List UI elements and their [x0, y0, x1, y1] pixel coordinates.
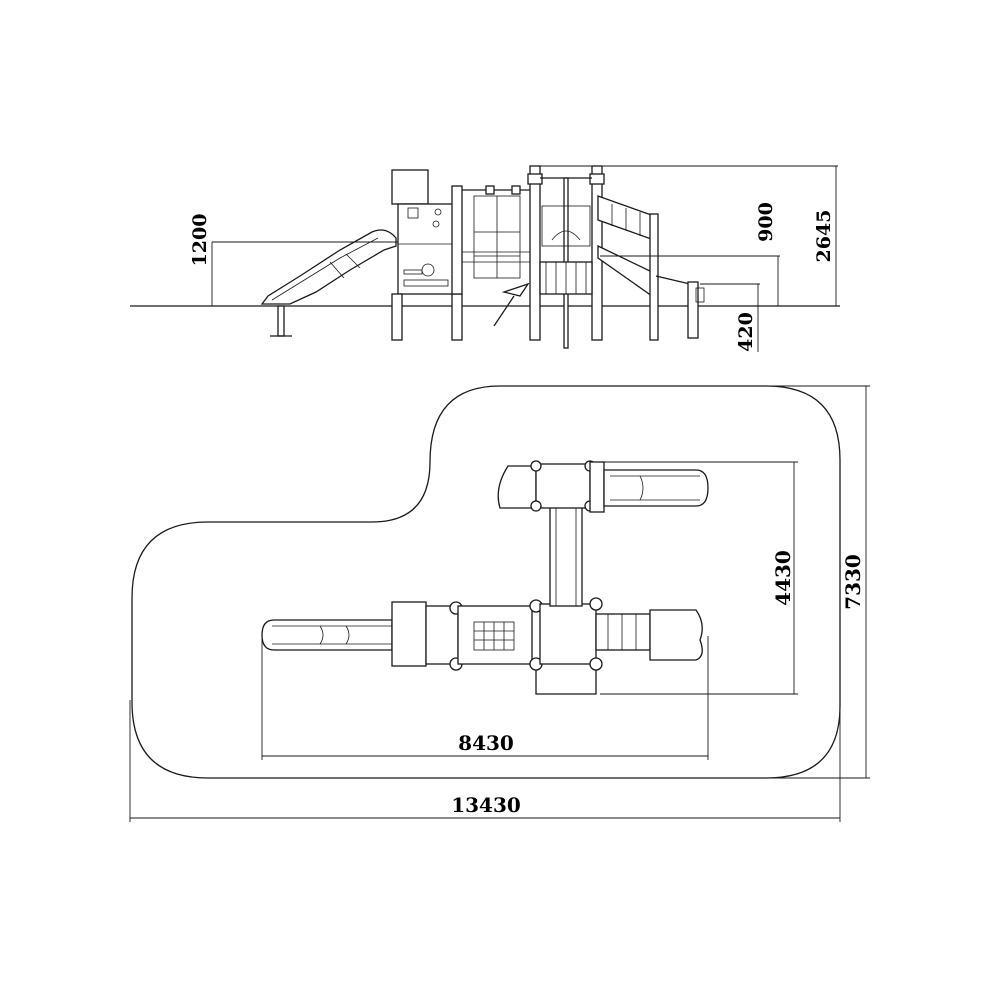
dimension-equipment-width: 4430	[600, 461, 798, 695]
dimension-safety-zone-length: 13430	[129, 700, 841, 822]
side-elevation-view: 1200 900 2645 420	[130, 165, 840, 352]
plan-tower-upper	[497, 460, 709, 513]
plan-slide-left	[261, 619, 393, 651]
plan-deck-center	[535, 597, 703, 695]
dimension-safety-zone-width: 7330	[766, 385, 870, 779]
tower-left	[391, 169, 463, 341]
dimension-label-900: 900	[755, 202, 777, 242]
climbing-net-frame	[451, 185, 532, 327]
dimension-total-height: 2645	[540, 165, 838, 306]
dimension-label-420: 420	[735, 312, 757, 352]
tower-main	[527, 165, 605, 349]
dimension-label-2645: 2645	[813, 210, 835, 263]
slide-left	[260, 229, 397, 337]
dimension-deck-height: 900	[600, 202, 780, 306]
plan-bridge	[549, 505, 583, 607]
dimension-slide-height: 1200	[189, 214, 398, 306]
dimension-foundation-depth: 420	[700, 283, 760, 352]
dimension-equipment-length: 8430	[261, 636, 709, 760]
dimension-label-1200: 1200	[189, 214, 211, 267]
safety-zone-outline	[131, 385, 841, 779]
plan-view: 4430 7330 8430 13430	[129, 385, 870, 822]
dimension-label-4430: 4430	[771, 550, 795, 606]
climbing-ramp	[597, 195, 705, 341]
dimension-label-8430: 8430	[458, 731, 514, 755]
plan-tower-left	[391, 599, 543, 671]
dimension-label-7330: 7330	[841, 554, 865, 610]
dimension-label-13430: 13430	[451, 793, 521, 817]
